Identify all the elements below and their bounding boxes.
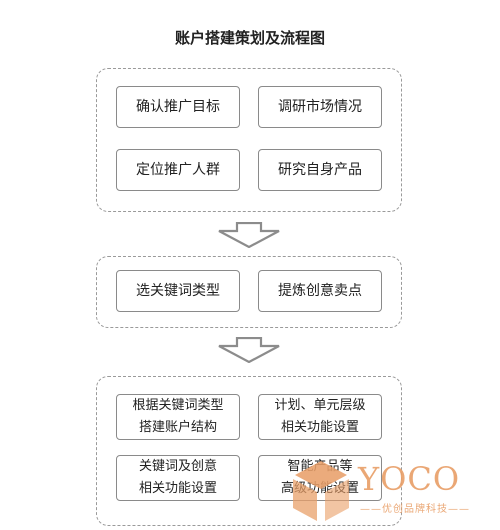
watermark-brand: YOCO xyxy=(358,460,461,498)
down-arrow-icon xyxy=(218,222,280,248)
box-label: 定位推广人群 xyxy=(136,162,220,178)
watermark-logo-icon xyxy=(293,461,349,521)
box-account-structure: 根据关键词类型 搭建账户结构 xyxy=(116,394,240,440)
down-arrow-icon xyxy=(218,337,280,363)
box-label: 提炼创意卖点 xyxy=(278,283,362,299)
box-selling-points: 提炼创意卖点 xyxy=(258,270,382,312)
box-target-audience: 定位推广人群 xyxy=(116,149,240,191)
box-label-line-2: 相关功能设置 xyxy=(138,481,217,496)
box-keyword-creative-settings: 关键词及创意 相关功能设置 xyxy=(116,455,240,501)
box-confirm-goal: 确认推广目标 xyxy=(116,86,240,128)
diagram-title: 账户搭建策划及流程图 xyxy=(174,29,325,47)
box-label: 研究自身产品 xyxy=(278,162,362,178)
box-label: 确认推广目标 xyxy=(136,99,220,115)
box-label-line-1: 根据关键词类型 xyxy=(132,398,224,413)
box-label: 调研市场情况 xyxy=(278,99,362,115)
group-3 xyxy=(96,376,402,526)
box-plan-unit-settings: 计划、单元层级 相关功能设置 xyxy=(258,394,382,440)
box-study-product: 研究自身产品 xyxy=(258,149,382,191)
watermark-tagline: ——优创品牌科技—— xyxy=(360,504,470,515)
box-label-line-1: 关键词及创意 xyxy=(138,459,217,474)
box-label-line-2: 搭建账户结构 xyxy=(138,420,217,435)
group-1 xyxy=(96,68,402,212)
box-label-line-2: 相关功能设置 xyxy=(280,420,359,435)
group-2 xyxy=(96,256,402,328)
box-label: 选关键词类型 xyxy=(136,283,220,299)
box-market-research: 调研市场情况 xyxy=(258,86,382,128)
box-label-line-1: 计划、单元层级 xyxy=(274,398,366,413)
box-keyword-type: 选关键词类型 xyxy=(116,270,240,312)
